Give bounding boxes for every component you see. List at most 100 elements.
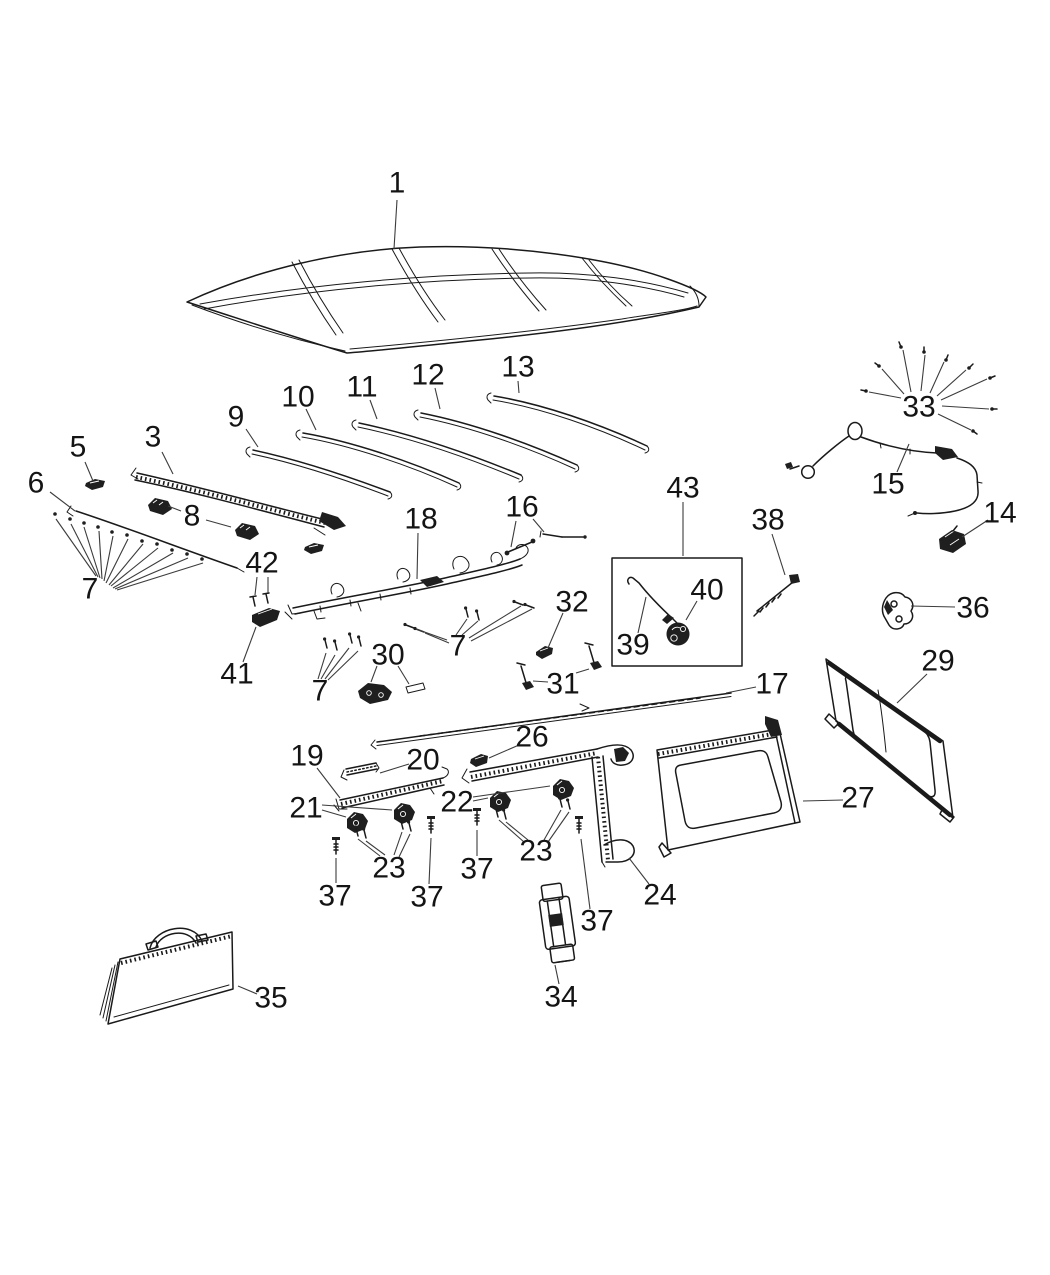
callout-29: 29 (896, 645, 955, 704)
callout-7c: 7 (415, 605, 533, 663)
callout-24: 24 (628, 857, 677, 912)
leader-line-23b (543, 809, 562, 841)
callout-label-37a: 37 (318, 880, 351, 913)
leader-line-13 (517, 380, 520, 394)
leader-line-9 (245, 428, 259, 448)
callout-37b: 37 (410, 837, 444, 914)
leader-line-23b (498, 819, 525, 843)
callout-35: 35 (237, 982, 288, 1015)
leader-line-7b (324, 647, 350, 680)
callout-39: 39 (616, 596, 650, 662)
callout-label-1: 1 (389, 167, 406, 200)
leader-line-39 (637, 596, 647, 634)
callout-17: 17 (725, 668, 789, 701)
leader-line-37d (580, 838, 591, 910)
leader-line-10 (305, 408, 317, 431)
callout-37a: 37 (318, 858, 352, 913)
callout-label-7b: 7 (312, 675, 329, 708)
leader-line-24 (628, 857, 650, 885)
leader-line-29 (896, 673, 928, 704)
callout-label-37c: 37 (460, 853, 493, 886)
callout-label-3: 3 (145, 421, 162, 454)
part-rail-channel-20 (340, 762, 380, 781)
leader-line-41 (242, 626, 257, 663)
part-screws-42 (249, 592, 270, 607)
callout-label-12: 12 (411, 359, 444, 392)
callout-22: 22 (440, 785, 551, 819)
callout-21: 21 (289, 792, 393, 825)
callout-19: 19 (290, 740, 341, 799)
leader-line-36 (910, 605, 956, 608)
callout-8: 8 (167, 500, 232, 533)
part-soft-top-roof-panel (186, 245, 707, 354)
part-header-bow-3 (130, 467, 346, 536)
callout-20: 20 (379, 744, 440, 777)
leader-line-40 (685, 600, 698, 621)
callout-37d: 37 (580, 838, 614, 938)
leader-line-7b (327, 650, 359, 681)
callout-label-7a: 7 (82, 573, 99, 606)
leader-line-23a (357, 838, 381, 857)
leader-line-30 (370, 665, 378, 683)
callout-label-16: 16 (505, 491, 538, 524)
part-rod-39 (627, 576, 679, 625)
callout-label-20: 20 (406, 744, 439, 777)
leader-line-8 (205, 519, 232, 528)
leader-line-3 (161, 451, 174, 475)
part-bow-11 (351, 419, 524, 483)
leader-line-23b (547, 811, 570, 843)
callout-label-36: 36 (956, 592, 989, 625)
part-pivot-bracket-21b (394, 803, 415, 824)
leader-line-33 (881, 368, 905, 395)
leader-line-7a (83, 526, 101, 579)
leader-line-33 (868, 391, 902, 399)
callout-6: 6 (28, 467, 76, 512)
leader-line-35 (237, 985, 258, 995)
leader-line-16 (532, 518, 545, 533)
leader-line-7b (317, 652, 327, 680)
callout-label-19: 19 (290, 740, 323, 773)
part-clips-33 (860, 341, 998, 435)
callout-11: 11 (346, 371, 378, 420)
leader-line-8 (167, 505, 182, 512)
leader-line-7a (70, 523, 99, 578)
callout-13: 13 (501, 351, 535, 394)
part-pillar-rail-24 (461, 744, 635, 868)
leader-line-7a (98, 530, 103, 580)
callout-label-5a: 5 (70, 431, 87, 464)
leader-line-7a (114, 557, 189, 590)
part-pivot-bracket-22b (553, 779, 574, 800)
leader-line-12 (434, 387, 441, 410)
part-bow-9 (245, 446, 393, 500)
leader-line-33 (937, 413, 972, 431)
callout-label-32: 32 (555, 586, 588, 619)
leader-line-7c (415, 628, 448, 641)
callout-36: 36 (910, 592, 990, 625)
callout-label-30: 30 (371, 639, 404, 672)
part-bow-12 (413, 409, 580, 473)
part-clip-5-left (85, 479, 105, 490)
callout-16: 16 (505, 491, 545, 548)
leader-line-23a (398, 833, 411, 858)
callout-label-10: 10 (281, 381, 314, 414)
leader-line-22 (472, 785, 551, 798)
leader-line-18 (416, 532, 419, 580)
part-clip-41 (252, 608, 280, 627)
part-bolt-38 (753, 574, 800, 617)
callout-23b: 23 (498, 809, 570, 868)
callout-label-9: 9 (228, 401, 245, 434)
callout-label-39: 39 (616, 629, 649, 662)
callout-label-21: 21 (289, 792, 322, 825)
callout-label-42: 42 (245, 547, 278, 580)
part-quarter-window-27 (656, 716, 801, 858)
leader-line-31 (532, 680, 549, 683)
leader-line-7a (112, 552, 174, 589)
callout-30: 30 (370, 639, 410, 685)
part-option-box-43 (611, 557, 743, 667)
leader-line-7c (470, 608, 533, 642)
leader-line-23a (365, 840, 386, 856)
callout-label-43: 43 (666, 472, 699, 505)
callout-41: 41 (220, 626, 257, 691)
